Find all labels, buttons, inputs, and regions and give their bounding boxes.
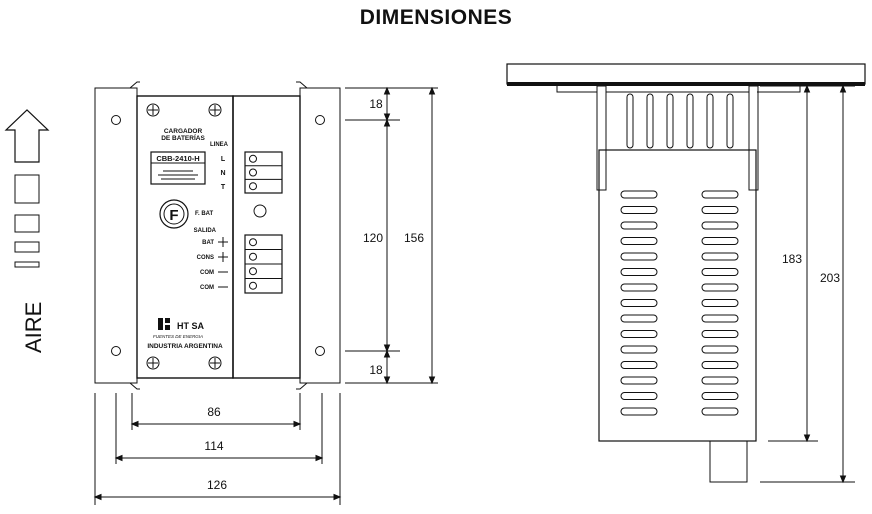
right-flange (299, 87, 341, 384)
linea-terminal-t: T (221, 184, 226, 191)
linea-terminal-l: L (221, 156, 226, 163)
fuse-symbol: F (169, 207, 178, 224)
vent-slot (701, 345, 739, 354)
vent-slot (620, 221, 658, 230)
brand-name: HT SA (177, 321, 205, 331)
origin-label: INDUSTRIA ARGENTINA (147, 343, 223, 350)
mounting-hole (315, 346, 325, 356)
front-view (94, 81, 341, 390)
vent-slot (701, 206, 739, 214)
vent-slot (701, 330, 739, 338)
linea-terminal-block (244, 151, 283, 194)
vent-slot (620, 392, 658, 400)
fuse-holder (159, 199, 189, 229)
salida-terminal-cons: CONS (197, 255, 214, 261)
vent-slot (620, 330, 658, 338)
vent-slot (701, 299, 739, 307)
vent-slot (701, 221, 739, 230)
vent-slot (620, 206, 658, 214)
dim-bottom-18: 18 (369, 363, 383, 377)
vent-slot (701, 268, 739, 276)
model-label-box (150, 151, 206, 185)
charger-body (598, 149, 757, 442)
bottom-connector (709, 441, 748, 483)
page-title: DIMENSIONES (359, 6, 513, 29)
indicator-led (253, 204, 267, 218)
vent-slot (620, 283, 658, 292)
salida-terminal-bat: BAT (202, 240, 214, 246)
vent-slot (701, 237, 739, 245)
front-height-dimensions (345, 86, 438, 385)
heatsink-fin (666, 93, 674, 149)
heatsink-fin (686, 93, 694, 149)
vent-slots (620, 190, 739, 416)
vent-slot (701, 361, 739, 369)
salida-terminal-block (244, 234, 283, 294)
vent-slot (701, 314, 739, 323)
salida-terminal-com: COM (200, 270, 214, 276)
linea-terminal-n: N (220, 170, 225, 177)
front-width-dimensions (93, 393, 342, 505)
vent-slot (620, 190, 658, 199)
dim-height-156: 156 (404, 231, 424, 245)
brand-subtitle: FUENTES DE ENERGIA (153, 334, 203, 339)
dim-height-120: 120 (363, 231, 383, 245)
heatsink-fin (726, 93, 734, 149)
mounting-hole (111, 115, 121, 125)
screw-icon (146, 103, 222, 370)
terminal-panel (232, 95, 301, 379)
vent-slot (701, 252, 739, 261)
vent-slot (701, 376, 739, 385)
panel-heading-line1: CARGADOR (164, 128, 203, 135)
airflow-arrow-icon (4, 109, 50, 268)
brand-logo-icon (158, 318, 170, 330)
left-flange (94, 87, 138, 384)
vent-slot (620, 361, 658, 369)
panel-heading-line2: DE BATERÍAS (161, 133, 205, 142)
airflow-label: AIRE (21, 302, 46, 353)
model-label: CBB-2410-H (156, 154, 199, 163)
side-view (506, 63, 866, 483)
heatsink-fin (706, 93, 714, 149)
dim-width-86: 86 (207, 405, 221, 419)
vent-slot (620, 345, 658, 354)
heatsink-fin (626, 93, 634, 149)
vent-slot (620, 314, 658, 323)
side-depth-dimensions (760, 84, 855, 484)
mounting-plate (506, 63, 866, 85)
dim-width-126: 126 (207, 478, 227, 492)
vent-slot (620, 299, 658, 307)
dim-top-18: 18 (369, 97, 383, 111)
salida-label: SALIDA (194, 228, 217, 234)
heatsink-fin (646, 93, 654, 149)
vent-slot (620, 252, 658, 261)
vent-slot (620, 268, 658, 276)
heatsink-fins (626, 93, 734, 149)
mounting-hole (315, 115, 325, 125)
mounting-hole (111, 346, 121, 356)
vent-slot (620, 407, 658, 416)
vent-slot (701, 392, 739, 400)
dim-depth-203: 203 (820, 271, 840, 285)
dim-width-114: 114 (204, 439, 223, 453)
vent-slot (701, 190, 739, 199)
fuse-label: F. BAT (195, 211, 214, 217)
vent-slot (701, 283, 739, 292)
salida-terminal-com-2: COM (200, 285, 214, 291)
vent-slot (620, 376, 658, 385)
linea-label: LINEA (210, 142, 229, 148)
vent-slot (701, 407, 739, 416)
dim-depth-183: 183 (782, 252, 802, 266)
vent-slot (620, 237, 658, 245)
